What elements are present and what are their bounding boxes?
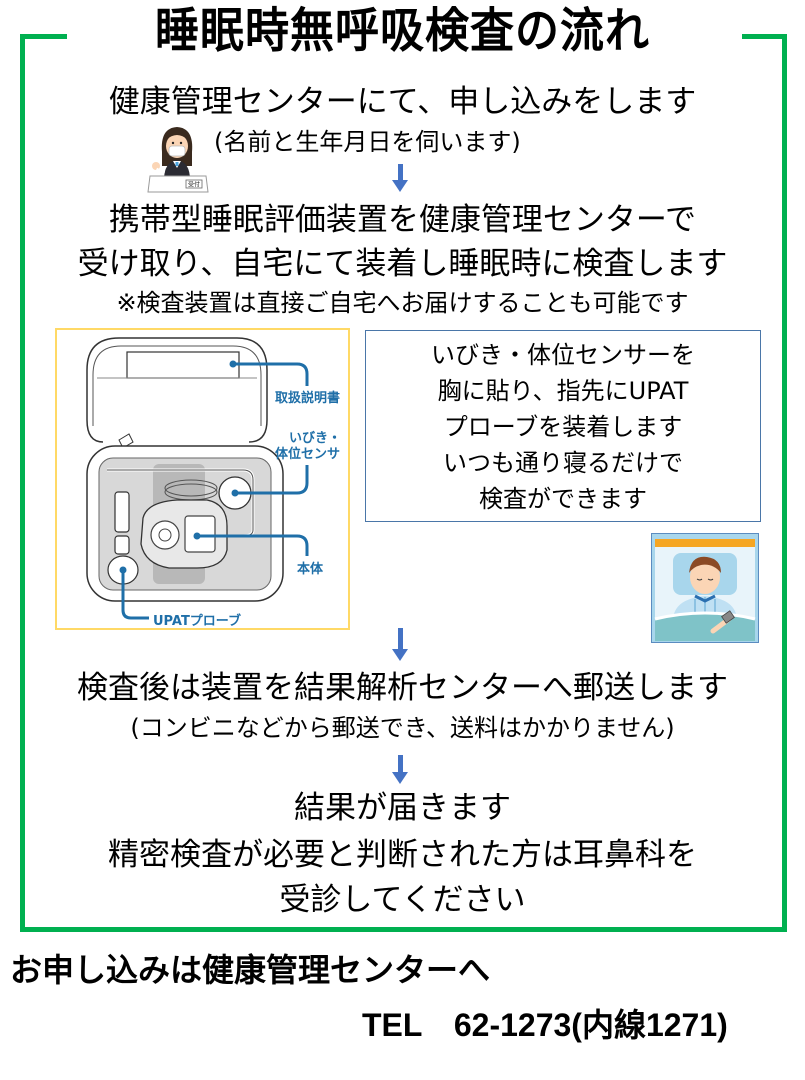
frame-left-border: [20, 34, 25, 932]
step4-line1: 結果が届きます: [294, 790, 511, 826]
receptionist-icon: 受付: [140, 122, 215, 194]
label-upat-probe: UPATプローブ: [153, 614, 242, 629]
label-main-unit: 本体: [297, 562, 324, 577]
frame-bottom-border: [20, 927, 787, 932]
step4-line2: 精密検査が必要と判断された方は耳鼻科を: [108, 837, 697, 873]
step4-line3: 受診してください: [279, 882, 526, 918]
label-sensor-line2: 体位センサ: [275, 447, 341, 462]
step2-note: ※検査装置は直接ご自宅へお届けすることも可能です: [116, 289, 689, 317]
step1-main-text: 健康管理センターにて、申し込みをします: [108, 84, 697, 120]
step2-line2: 受け取り、自宅にて装着し睡眠時に検査します: [77, 246, 728, 282]
instructions-line: プローブを装着します: [443, 413, 683, 441]
instructions-line: いびき・体位センサーを: [431, 341, 695, 369]
page-title: 睡眠時無呼吸検査の流れ: [155, 3, 650, 60]
sleeping-person-icon: [650, 532, 760, 644]
frame-top-left-border: [20, 34, 67, 39]
label-sensor-line1: いびき・: [289, 431, 342, 446]
frame-top-right-border: [742, 34, 787, 39]
step3-main-text: 検査後は装置を結果解析センターへ郵送します: [77, 670, 728, 706]
device-illustration: 取扱説明書 いびき・ 体位センサ 本体 UPATプローブ: [55, 328, 350, 630]
frame-right-border: [782, 34, 787, 932]
instructions-line: 胸に貼り、指先にUPAT: [437, 377, 689, 405]
label-manual: 取扱説明書: [275, 391, 341, 406]
step1-sub-text: (名前と生年月日を伺います): [214, 128, 521, 156]
down-arrow-icon: [392, 755, 408, 785]
down-arrow-icon: [392, 628, 408, 662]
down-arrow-icon: [392, 164, 408, 192]
phone-number: TEL 62-1273(内線1271): [362, 1007, 728, 1043]
step3-sub-text: (コンビニなどから郵送でき、送料はかかりません): [130, 714, 675, 742]
instructions-line: いつも通り寝るだけで: [443, 449, 683, 477]
step2-line1: 携帯型睡眠評価装置を健康管理センターで: [108, 202, 697, 238]
instructions-box: いびき・体位センサーを 胸に貼り、指先にUPAT プローブを装着します いつも通…: [365, 330, 761, 522]
desk-sign-label: 受付: [188, 181, 200, 189]
apply-contact-text: お申し込みは健康管理センターへ: [10, 951, 491, 989]
instructions-line: 検査ができます: [479, 485, 647, 513]
